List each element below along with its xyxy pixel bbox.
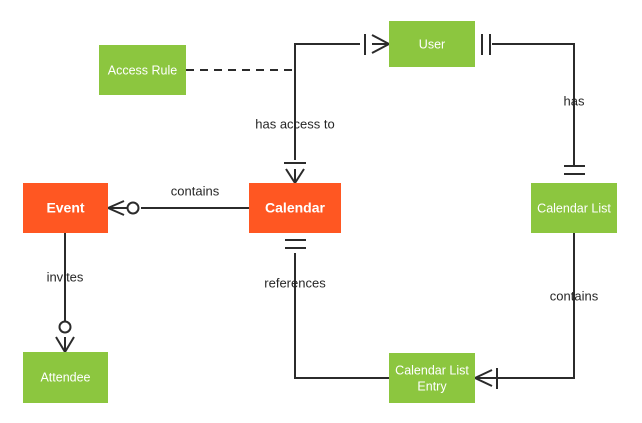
entity-calendar-list-entry-box[interactable] — [389, 353, 475, 403]
edge-calendar-references-entry — [294, 253, 389, 379]
entity-user-box[interactable] — [389, 21, 475, 67]
entity-calendar[interactable]: Calendar — [249, 183, 341, 233]
entity-calendar-box[interactable] — [249, 183, 341, 233]
entity-attendee[interactable]: Attendee — [23, 352, 108, 403]
entity-access-rule-box[interactable] — [99, 45, 186, 95]
entity-event[interactable]: Event — [23, 183, 108, 233]
cardinality-exactly-one-user-right — [481, 34, 491, 55]
relationship-label-contains-calendar-list: contains — [550, 288, 599, 303]
cardinality-exactly-one-calendar-list-top — [564, 165, 585, 175]
edge-has-access-to — [294, 43, 360, 160]
relationship-label-references: references — [264, 275, 326, 290]
cardinality-zero-or-many-event — [107, 200, 140, 216]
relationship-label-has: has — [564, 93, 585, 108]
relationship-label-has-access-to: has access to — [255, 116, 335, 131]
cardinality-exactly-one-calendar-bottom — [285, 239, 306, 249]
edge-calendar-list-contains-entry — [492, 233, 575, 379]
edge-user-has-calendar-list — [492, 43, 575, 167]
entity-event-box[interactable] — [23, 183, 108, 233]
relationship-label-invites: invites — [47, 269, 84, 284]
relationship-label-contains-event-calendar: contains — [171, 183, 220, 198]
entity-calendar-list-box[interactable] — [531, 183, 617, 233]
cardinality-one-or-many-calendar-top — [284, 162, 306, 184]
cardinality-zero-or-many-attendee-top — [55, 320, 75, 353]
entity-calendar-list[interactable]: Calendar List — [531, 183, 617, 233]
entity-user[interactable]: User — [389, 21, 475, 67]
cardinality-one-or-many-entry-right — [474, 368, 498, 389]
entity-access-rule[interactable]: Access Rule — [99, 45, 186, 95]
cardinality-one-or-many-user-left — [364, 34, 390, 55]
entity-calendar-list-entry[interactable]: Calendar List Entry — [389, 353, 475, 403]
entity-attendee-box[interactable] — [23, 352, 108, 403]
